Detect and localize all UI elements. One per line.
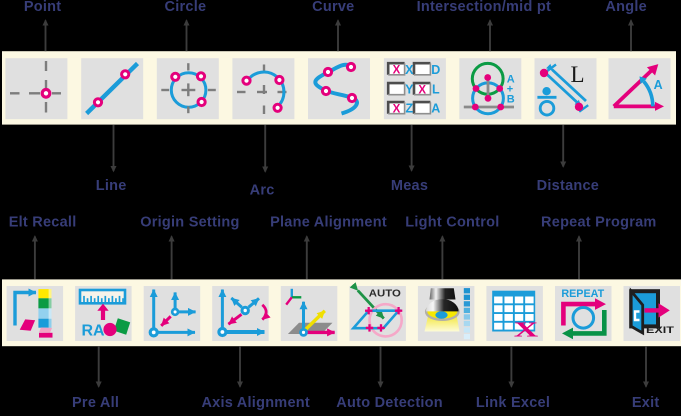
svg-text:EXIT: EXIT <box>646 325 675 335</box>
svg-text:Point: Point <box>24 0 62 15</box>
svg-text:Origin Setting: Origin Setting <box>140 215 239 231</box>
svg-text:Distance: Distance <box>537 178 599 194</box>
svg-text:Y: Y <box>405 83 414 97</box>
svg-text:Intersection/mid pt: Intersection/mid pt <box>417 0 551 15</box>
svg-text:Angle: Angle <box>605 0 647 15</box>
svg-text:Z: Z <box>405 102 413 116</box>
svg-text:X: X <box>405 63 414 77</box>
svg-text:D: D <box>431 63 440 77</box>
svg-text:Curve: Curve <box>312 0 354 15</box>
svg-text:L: L <box>570 62 584 87</box>
svg-text:Link Excel: Link Excel <box>476 395 550 411</box>
svg-text:L: L <box>432 83 440 97</box>
svg-text:RA: RA <box>82 323 106 340</box>
svg-text:Auto Detection: Auto Detection <box>336 395 443 411</box>
svg-text:Plane Alignment: Plane Alignment <box>270 215 387 231</box>
svg-text:X: X <box>418 84 426 96</box>
svg-text:Pre All: Pre All <box>72 395 119 411</box>
svg-text:A: A <box>431 102 440 116</box>
svg-text:Meas: Meas <box>391 178 428 194</box>
svg-text:AUTO: AUTO <box>369 288 401 300</box>
svg-text:A: A <box>507 74 515 86</box>
svg-text:Elt Recall: Elt Recall <box>9 215 77 231</box>
svg-text:X: X <box>393 103 401 115</box>
svg-text:Axis Alignment: Axis Alignment <box>201 395 310 411</box>
svg-text:Line: Line <box>96 178 127 194</box>
svg-text:Circle: Circle <box>164 0 206 15</box>
svg-text:+: + <box>507 84 513 96</box>
svg-text:Repeat Program: Repeat Program <box>541 215 657 231</box>
svg-text:X: X <box>393 65 401 77</box>
svg-text:Exit: Exit <box>632 395 660 411</box>
svg-text:Arc: Arc <box>250 183 275 199</box>
svg-text:REPEAT: REPEAT <box>561 288 604 300</box>
svg-text:X: X <box>514 318 539 342</box>
svg-text:B: B <box>507 93 515 105</box>
svg-text:A: A <box>654 78 663 92</box>
svg-text:Light Control: Light Control <box>405 215 499 231</box>
